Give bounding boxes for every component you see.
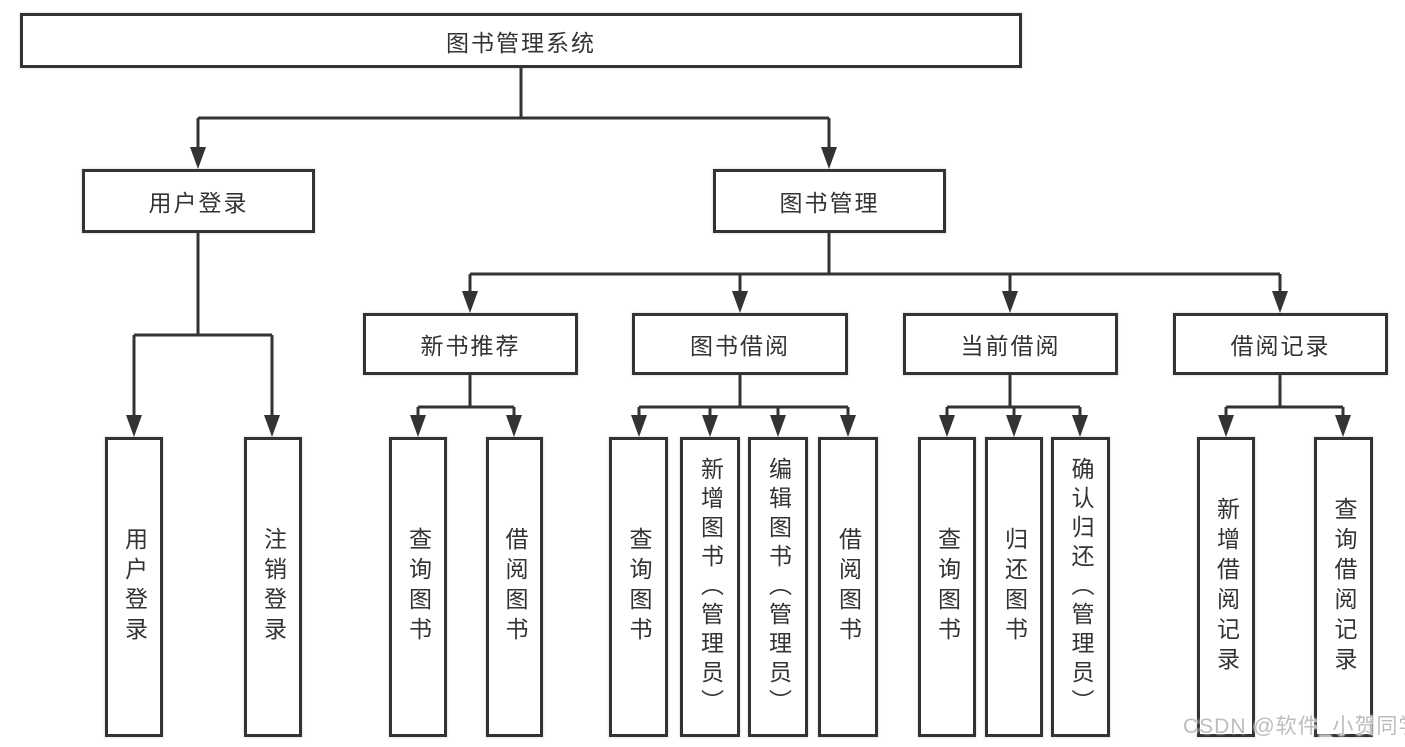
watermark: CSDN @软件_小贺同学 (1183, 715, 1405, 738)
leaf-query-books-2: 查询图书 (609, 437, 668, 737)
node-library-management-system: 图书管理系统 (20, 13, 1022, 68)
node-borrowing-records: 借阅记录 (1173, 313, 1388, 375)
leaf-query-books-1: 查询图书 (389, 437, 447, 737)
leaf-logout: 注销登录 (244, 437, 302, 737)
leaf-add-borrow-record: 新增借阅记录 (1197, 437, 1255, 737)
leaf-return-books: 归还图书 (985, 437, 1043, 737)
leaf-confirm-return-admin: 确认归还（管理员） (1051, 437, 1110, 737)
node-current-borrowing: 当前借阅 (903, 313, 1118, 375)
leaf-query-borrow-record: 查询借阅记录 (1314, 437, 1373, 737)
leaf-add-book-admin: 新增图书（管理员） (680, 437, 740, 737)
node-new-book-recommendation: 新书推荐 (363, 313, 578, 375)
leaf-user-login: 用户登录 (105, 437, 163, 737)
leaf-borrow-books-1: 借阅图书 (486, 437, 543, 737)
arrowhead-icons (126, 147, 1351, 437)
node-user-login: 用户登录 (82, 169, 315, 233)
leaf-edit-book-admin: 编辑图书（管理员） (748, 437, 808, 737)
node-book-borrowing: 图书借阅 (632, 313, 848, 375)
node-book-management: 图书管理 (713, 169, 946, 233)
leaf-borrow-books-2: 借阅图书 (818, 437, 878, 737)
leaf-query-books-3: 查询图书 (918, 437, 976, 737)
